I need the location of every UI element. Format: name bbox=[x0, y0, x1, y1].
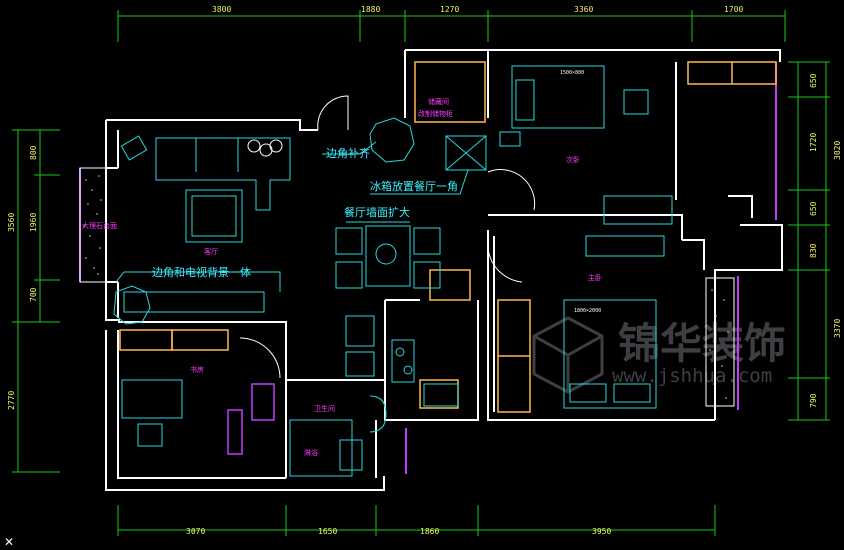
room-label-storage: 储藏间 bbox=[428, 97, 449, 106]
dim-right-inner-4: 830 bbox=[809, 243, 818, 258]
room-label-living: 客厅 bbox=[204, 247, 218, 256]
room-label-storage-sub: 改制储物柜 bbox=[418, 109, 453, 118]
balcony-left bbox=[79, 167, 107, 283]
annotation-dining-wall: 餐厅墙面扩大 bbox=[344, 205, 410, 219]
dim-left-inner-3: 700 bbox=[29, 287, 38, 302]
watermark-cn: 锦华装饰 bbox=[618, 319, 786, 368]
dim-top-3: 1270 bbox=[440, 5, 459, 14]
room-label-second-bedroom: 次卧 bbox=[566, 155, 580, 164]
study-accents bbox=[227, 383, 275, 455]
dim-left-outer-1: 3560 bbox=[7, 213, 16, 232]
pillows bbox=[247, 139, 283, 157]
cabinets bbox=[119, 61, 777, 413]
dimension-texts: 3800 1880 1270 3360 1700 3070 1650 1860 … bbox=[7, 5, 842, 536]
dim-bottom-4: 3950 bbox=[592, 527, 611, 536]
dim-left-inner-2: 1960 bbox=[29, 213, 38, 232]
dim-left-inner-1: 800 bbox=[29, 145, 38, 160]
dim-bottom-1: 3070 bbox=[186, 527, 205, 536]
room-label-bathroom: 卫生间 bbox=[314, 404, 335, 413]
plants bbox=[113, 117, 415, 325]
axis-corner-icon: ✕ bbox=[4, 535, 14, 549]
door-swings bbox=[239, 95, 536, 379]
annotation-tv-wall: 边角和电视背景一体 bbox=[152, 265, 251, 279]
dim-right-outer-2: 3370 bbox=[833, 319, 842, 338]
annotation-leaders bbox=[115, 141, 469, 292]
watermark-url: www.jshhua.com bbox=[612, 365, 772, 387]
dim-top-2: 1880 bbox=[361, 5, 380, 14]
dim-bottom-3: 1860 bbox=[420, 527, 439, 536]
dim-top-5: 1700 bbox=[724, 5, 743, 14]
dimension-lines bbox=[12, 10, 830, 536]
dim-bottom-2: 1650 bbox=[318, 527, 337, 536]
dim-right-inner-3: 650 bbox=[809, 201, 818, 216]
watermark: 锦华装饰 www.jshhua.com bbox=[532, 316, 786, 394]
room-label-study: 书房 bbox=[190, 365, 204, 374]
watermark-logo-icon bbox=[532, 316, 604, 394]
annotation-fridge: 冰箱放置餐厅一角 bbox=[370, 179, 458, 193]
furniture bbox=[120, 65, 673, 477]
dim-right-inner-1: 650 bbox=[809, 73, 818, 88]
dim-right-inner-5: 790 bbox=[809, 393, 818, 408]
room-label-bath-area: 淋浴 bbox=[304, 448, 318, 457]
master-bed-size-label: 1800×2000 bbox=[574, 308, 601, 314]
dim-left-outer-2: 2770 bbox=[7, 391, 16, 410]
room-label-balcony: 大理石台面 bbox=[82, 221, 117, 230]
marble-speckle-left bbox=[83, 175, 102, 275]
dim-top-4: 3360 bbox=[574, 5, 593, 14]
dim-right-outer-1: 3020 bbox=[833, 141, 842, 160]
dim-top-1: 3800 bbox=[212, 5, 231, 14]
room-label-master-bedroom: 主卧 bbox=[588, 273, 602, 282]
wardrobe-size-label: 1500×800 bbox=[560, 70, 584, 76]
annotation-corner-fill: 边角补齐 bbox=[326, 146, 370, 160]
marble-speckle-right bbox=[705, 277, 735, 407]
dim-right-inner-2: 1720 bbox=[809, 133, 818, 152]
